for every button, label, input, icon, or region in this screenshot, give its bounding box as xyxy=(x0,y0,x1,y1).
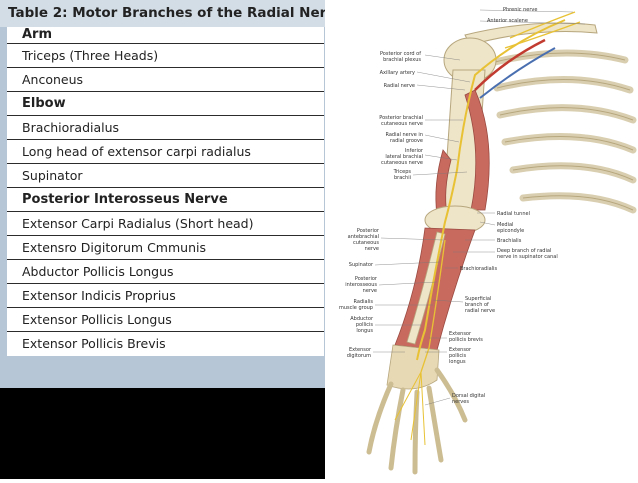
right-labels: Phrenic nerve Anterior scalene Radial tu… xyxy=(449,7,558,405)
label-posterior-2: Posterior xyxy=(355,276,378,282)
label-phrenic-nerve: Phrenic nerve xyxy=(503,7,537,13)
table-section-header: Elbow xyxy=(7,92,324,116)
radial-nerve-illustration: Posterior cord of brachial plexus Axilla… xyxy=(325,0,638,479)
axillary-artery xyxy=(474,38,546,91)
label-axillary-artery: Axillary artery xyxy=(380,70,415,76)
label-dorsal-digital: Dorsal digital xyxy=(452,393,485,399)
table-row: Long head of extensor carpi radialus xyxy=(7,140,324,164)
label-extensor: Extensor xyxy=(349,347,372,353)
label-radial-tunnel: Radial tunnel xyxy=(497,211,530,217)
label-medial: Medial xyxy=(497,222,513,228)
table-row: Anconeus xyxy=(7,68,324,92)
label-brachioradialis: Brachioradialis xyxy=(460,266,497,272)
leader-lines xyxy=(373,9,586,406)
radial-nerve-table: Table 2: Motor Branches of the Radial Ne… xyxy=(0,0,325,388)
label-cutaneous: cutaneous xyxy=(353,240,379,246)
table-row: Brachioradialus xyxy=(7,116,324,140)
label-nerves: nerves xyxy=(452,399,469,405)
label-radialis: Radialis xyxy=(354,299,374,305)
triceps-muscle xyxy=(464,89,490,211)
ribcage-outline xyxy=(494,52,634,211)
label-radial-groove: radial groove xyxy=(390,138,423,144)
vein xyxy=(479,47,556,99)
label-radial-nerve-in: Radial nerve in xyxy=(385,132,423,138)
arm-anatomy-figure: Posterior cord of brachial plexus Axilla… xyxy=(325,0,638,479)
label-cutaneous-nerve-2: cutaneous nerve xyxy=(381,160,423,166)
label-longus: longus xyxy=(356,328,373,334)
left-labels: Posterior cord of brachial plexus Axilla… xyxy=(339,51,424,359)
label-pollicis-brevis: pollicis brevis xyxy=(449,337,483,343)
label-pollicis: pollicis xyxy=(356,322,374,328)
label-digitorum: digitorum xyxy=(347,353,371,359)
label-brachialis: Brachialis xyxy=(497,238,522,244)
label-epicondyle: epicondyle xyxy=(497,228,524,234)
black-bar xyxy=(0,388,325,479)
label-brachial-plexus: brachial plexus xyxy=(383,57,421,63)
table-row: Extensor Carpi Radialus (Short head) xyxy=(7,212,324,236)
label-longus-r: longus xyxy=(449,359,466,365)
label-radial-nerve-r: radial nerve xyxy=(465,308,495,314)
label-posterior: Posterior xyxy=(357,228,380,234)
label-branch-of: branch of xyxy=(465,302,489,308)
label-triceps: Triceps xyxy=(393,169,412,175)
table-row: Supinator xyxy=(7,164,324,188)
brachial-plexus xyxy=(504,11,581,49)
label-deep-branch: Deep branch of radial xyxy=(497,248,551,254)
fingers xyxy=(366,367,468,475)
label-muscle-group: muscle group xyxy=(339,305,373,311)
label-nerve: nerve xyxy=(365,246,379,252)
table-section-header: Arm xyxy=(7,27,324,44)
table-row: Extensor Pollicis Longus xyxy=(7,308,324,332)
table-caption: Table 2: Motor Branches of the Radial Ne… xyxy=(0,0,325,27)
label-radial-nerve: Radial nerve xyxy=(384,83,415,89)
label-superficial: Superficial xyxy=(465,296,491,302)
label-anterior-scalene: Anterior scalene xyxy=(487,18,528,24)
label-supinator-canal: nerve in supinator canal xyxy=(497,254,558,260)
dorsal-digital-nerves xyxy=(394,371,426,446)
radial-nerve xyxy=(416,19,566,361)
label-abductor: Abductor xyxy=(350,316,374,322)
table-row: Triceps (Three Heads) xyxy=(7,44,324,68)
label-supinator: Supinator xyxy=(349,262,374,268)
label-pollicis-r: pollicis xyxy=(449,353,467,359)
table-row: Extensor Pollicis Brevis xyxy=(7,332,324,356)
label-interosseous: interosseous xyxy=(345,282,377,288)
label-cutaneous-nerve: cutaneous nerve xyxy=(381,121,423,127)
table-row: Extensor Indicis Proprius xyxy=(7,284,324,308)
label-inferior: Inferior xyxy=(405,148,424,154)
table-row: Extensro Digitorum Cmmunis xyxy=(7,236,324,260)
label-posterior-cord: Posterior cord of xyxy=(380,51,421,57)
label-nerve-2: nerve xyxy=(363,288,377,294)
hand xyxy=(386,344,440,390)
label-brachii: brachii xyxy=(394,175,411,181)
label-posterior-brachial: Posterior brachial xyxy=(379,115,423,121)
label-extensor-r1: Extensor xyxy=(449,331,472,337)
label-extensor-r2: Extensor xyxy=(449,347,472,353)
table-row: Abductor Pollicis Longus xyxy=(7,260,324,284)
table-section-header: Posterior Interosseus Nerve xyxy=(7,188,324,212)
label-antebrachial: antebrachial xyxy=(348,234,379,240)
label-lateral-brachial: lateral brachial xyxy=(385,154,423,160)
